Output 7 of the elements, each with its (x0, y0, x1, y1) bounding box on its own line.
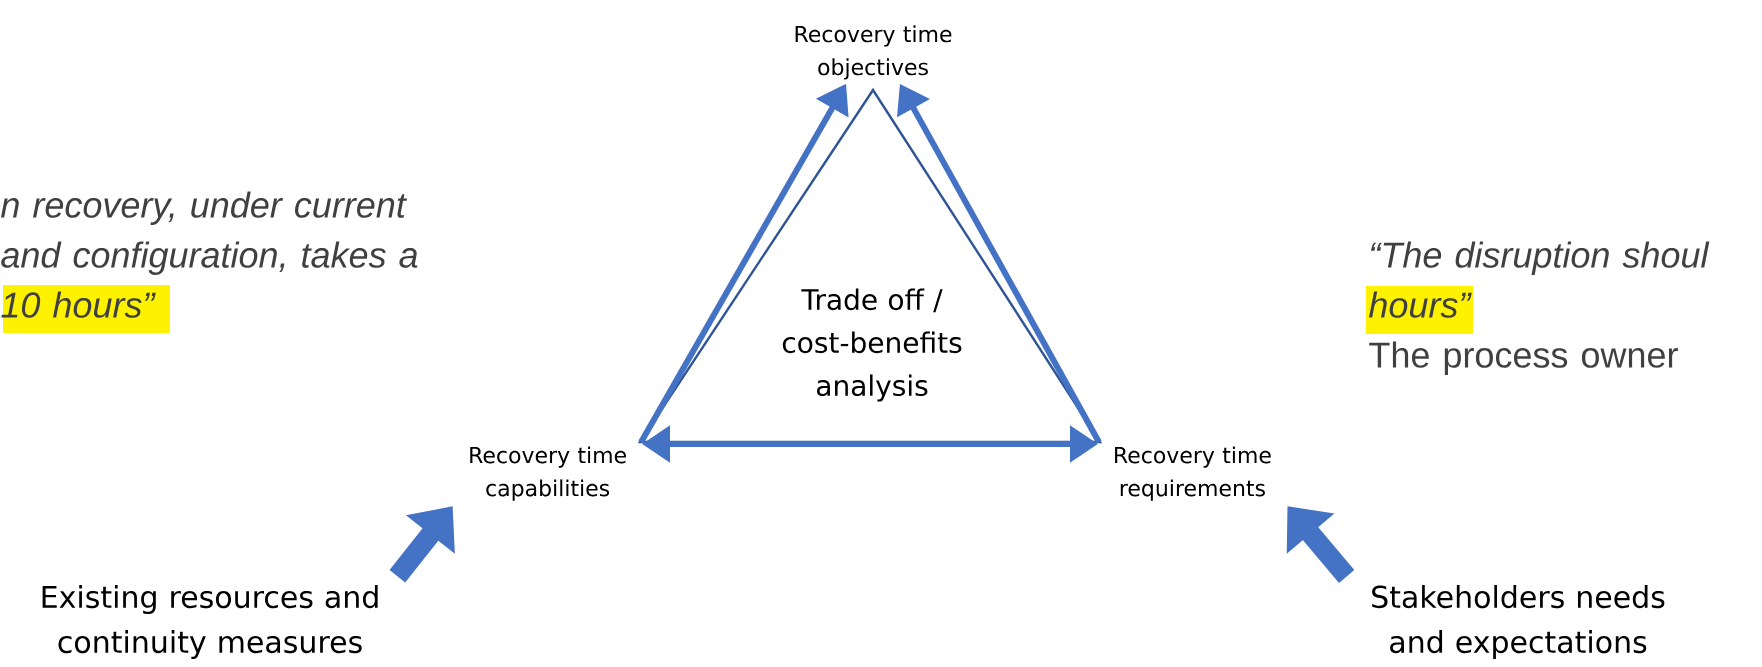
label: Stakeholders needs and expectations (1372, 585, 1665, 659)
quote-text: “The disruption shoul hours” (1366, 241, 1710, 334)
label: Recovery time requirements (1115, 446, 1271, 501)
label: Recovery time capabilities (470, 446, 626, 501)
label: Existing resources and continuity measures (42, 585, 378, 659)
label: Recovery time objectives (795, 25, 952, 80)
quote-text: The process owner (1369, 341, 1678, 375)
